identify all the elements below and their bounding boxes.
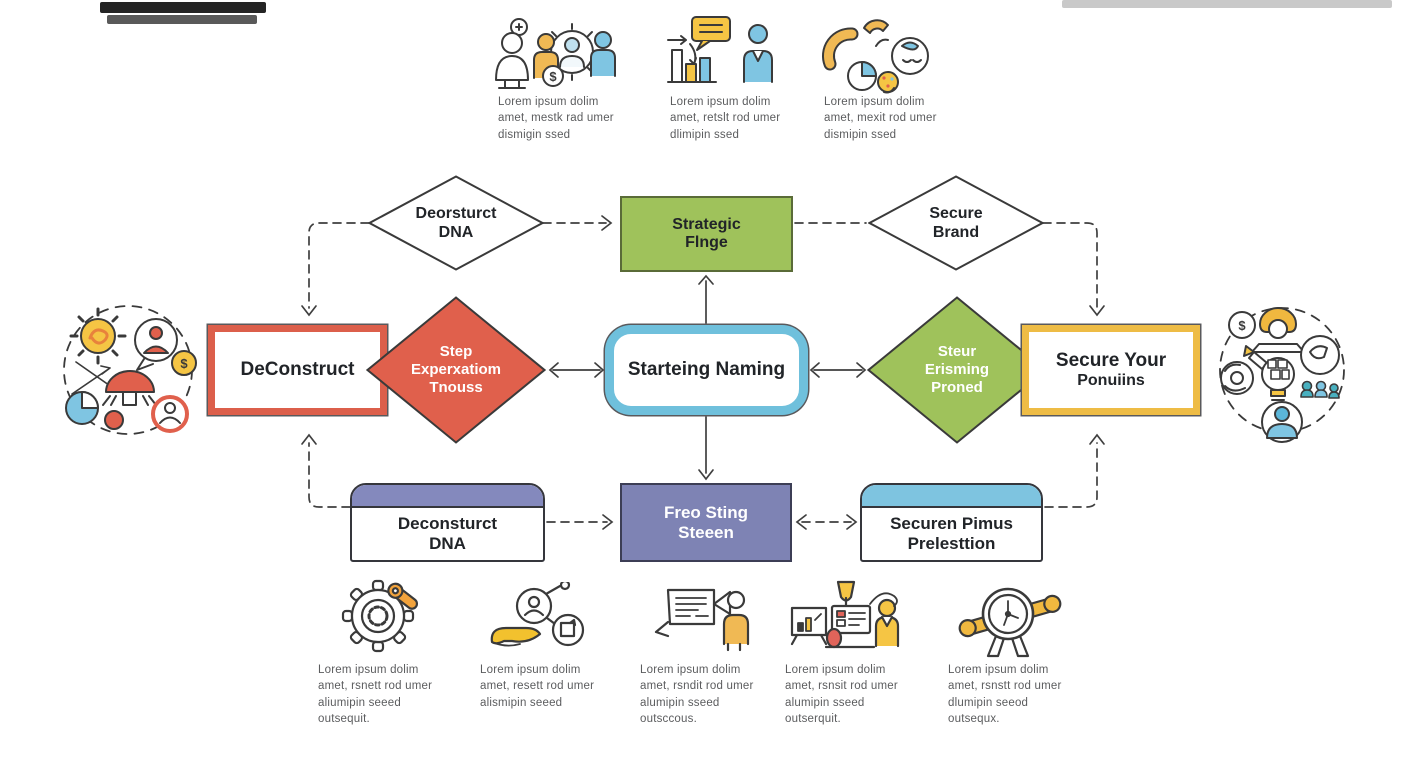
box-strategic-flnge: Strategic Flnge — [620, 196, 793, 272]
node-label: Deorsturct — [415, 204, 497, 222]
caption-line: amet, resett rod umer — [480, 680, 595, 693]
caption-line: amet, rsnett rod umer — [318, 680, 433, 693]
caption-line: Lorem ipsum dolim — [480, 664, 581, 676]
node-label: Erisming — [924, 361, 990, 378]
diamond-deorsturct-dna: Deorsturct DNA — [367, 175, 545, 271]
node-label: Steur — [937, 343, 977, 360]
hand-magnifier-icon — [490, 582, 585, 647]
box-deconsturct-dna: Deconsturct DNA — [350, 483, 545, 562]
document-speech-person-icon — [654, 588, 750, 652]
box-secure-your-ponuiins: Secure Your Ponuiins — [1022, 325, 1200, 415]
node-label: Strategic — [672, 216, 741, 233]
team-gear-icon: $ — [495, 18, 616, 89]
clock-helm-icon — [958, 587, 1062, 658]
caption-line: amet, rsnstt rod umer — [948, 680, 1062, 693]
caption-line: outsequx. — [948, 712, 1000, 725]
node-label: DNA — [429, 534, 466, 553]
caption-line: amet, rsndit rod umer — [640, 680, 754, 693]
caption-line: dlumipin seeod — [948, 696, 1029, 709]
caption-line: dlimipin ssed — [670, 128, 740, 141]
diamond-step-expexatiom: Step Experxatiom Tnouss — [365, 296, 547, 444]
caption-bottom-3: Lorem ipsum dolim amet, rsndit rod umer … — [640, 662, 800, 727]
node-label: Secure Your — [1055, 350, 1167, 371]
redacted-bar-top-left-1 — [100, 2, 266, 13]
dollar-glyph: $ — [1238, 318, 1246, 333]
phone-pie-gear-icon — [821, 19, 929, 94]
caption-line: aliumipin seeed — [318, 696, 401, 709]
node-label: Securen Pimus — [890, 514, 1013, 533]
brand-doodle-left-icon: $ — [63, 305, 197, 435]
caption-line: amet, retslt rod umer — [670, 112, 781, 125]
box-starteing-naming: Starteing Naming — [605, 325, 808, 415]
caption-line: dismipin ssed — [824, 128, 897, 141]
node-label: Prelesttion — [907, 534, 996, 553]
dollar-glyph: $ — [180, 356, 188, 371]
caption-bottom-4: Lorem ipsum dolim amet, rsnsit rod umer … — [785, 662, 945, 727]
box-header-band — [352, 485, 543, 508]
caption-line: outserquit. — [785, 712, 841, 725]
node-label: Proned — [931, 379, 983, 396]
caption-line: Lorem ipsum dolim — [824, 96, 925, 108]
node-label: Tnouss — [429, 379, 483, 396]
node-label: Brand — [932, 224, 980, 241]
caption-line: amet, mestk rad umer — [498, 112, 614, 125]
node-label: Experxatiom — [410, 361, 502, 378]
caption-top-2: Lorem ipsum dolim amet, retslt rod umer … — [670, 94, 830, 143]
diamond-steur-erisming: Steur Erisming Proned — [866, 296, 1048, 444]
caption-line: alumipin sseed — [640, 696, 720, 709]
kiosk-presenter-icon — [790, 580, 900, 649]
box-header-band — [862, 485, 1041, 508]
caption-line: Lorem ipsum dolim — [498, 96, 599, 108]
caption-line: amet, rsnsit rod umer — [785, 680, 898, 693]
node-label: Deconsturct — [397, 514, 498, 533]
caption-bottom-1: Lorem ipsum dolim amet, rsnett rod umer … — [318, 662, 478, 727]
caption-line: alismipin seeed — [480, 696, 563, 709]
caption-line: Lorem ipsum dolim — [318, 664, 419, 676]
box-freo-sting-steeen: Freo Sting Steeen — [620, 483, 792, 562]
caption-line: outsccous. — [640, 712, 697, 725]
box-securen-pimus: Securen Pimus Prelesttion — [860, 483, 1043, 562]
caption-line: amet, mexit rod umer — [824, 112, 937, 125]
caption-line: Lorem ipsum dolim — [670, 96, 771, 108]
node-label: Freo Sting — [663, 502, 749, 522]
caption-line: outsequit. — [318, 712, 370, 725]
node-label: DNA — [438, 224, 474, 241]
brand-doodle-right-icon: $ — [1219, 307, 1345, 443]
node-label: Starteing Naming — [627, 359, 786, 380]
node-label: Secure — [929, 204, 983, 222]
caption-line: Lorem ipsum dolim — [785, 664, 886, 676]
box-deconstruct: DeConstruct — [208, 325, 387, 415]
node-label: Step — [439, 343, 473, 360]
chart-speech-person-icon — [667, 16, 773, 83]
node-label: Ponuiins — [1077, 372, 1145, 389]
caption-bottom-5: Lorem ipsum dolim amet, rsnstt rod umer … — [948, 662, 1108, 727]
caption-top-3: Lorem ipsum dolim amet, mexit rod umer d… — [824, 94, 984, 143]
caption-line: Lorem ipsum dolim — [948, 664, 1049, 676]
helm-wrench-icon — [341, 579, 419, 653]
caption-line: alumipin sseed — [785, 696, 865, 709]
dollar-glyph: $ — [549, 69, 557, 84]
caption-line: Lorem ipsum dolim — [640, 664, 741, 676]
caption-bottom-2: Lorem ipsum dolim amet, resett rod umer … — [480, 662, 640, 711]
node-label: Flnge — [685, 234, 728, 251]
redacted-bar-top-right — [1062, 0, 1392, 8]
diamond-secure-brand: Secure Brand — [867, 175, 1045, 271]
redacted-bar-top-left-2 — [107, 15, 257, 24]
caption-top-1: Lorem ipsum dolim amet, mestk rad umer d… — [498, 94, 658, 143]
node-label: DeConstruct — [240, 359, 355, 380]
node-label: Steeen — [678, 522, 734, 542]
caption-line: dismigin ssed — [498, 128, 571, 141]
